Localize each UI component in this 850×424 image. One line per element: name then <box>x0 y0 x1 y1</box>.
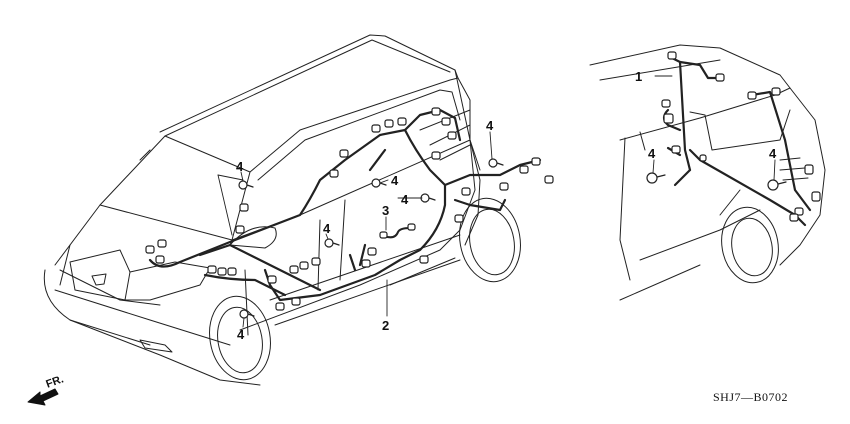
callout-4g: 4 <box>648 146 656 161</box>
callout-4f: 4 <box>237 327 245 342</box>
callout-2: 2 <box>382 318 390 333</box>
harness-connectors <box>145 107 554 311</box>
callout-4h: 4 <box>769 146 777 161</box>
callout-4c: 4 <box>401 192 409 207</box>
vehicle-main-outline <box>43 34 521 386</box>
callout-4e: 4 <box>323 221 331 236</box>
bolts <box>238 158 787 319</box>
callout-1: 1 <box>635 69 643 84</box>
front-direction-arrow-icon <box>27 388 59 406</box>
diagram-code: SHJ7—B0702 <box>713 390 789 404</box>
callout-4d: 4 <box>486 118 494 133</box>
callout-4b: 4 <box>391 173 399 188</box>
rear-harness <box>662 56 812 227</box>
sub-harness <box>379 223 416 239</box>
rear-harness-connectors <box>661 51 821 222</box>
leader-lines <box>217 75 776 328</box>
callout-3: 3 <box>382 203 390 218</box>
vehicle-rear-outline <box>589 44 826 301</box>
callout-4a: 4 <box>236 159 244 174</box>
floor-harness <box>148 108 542 302</box>
